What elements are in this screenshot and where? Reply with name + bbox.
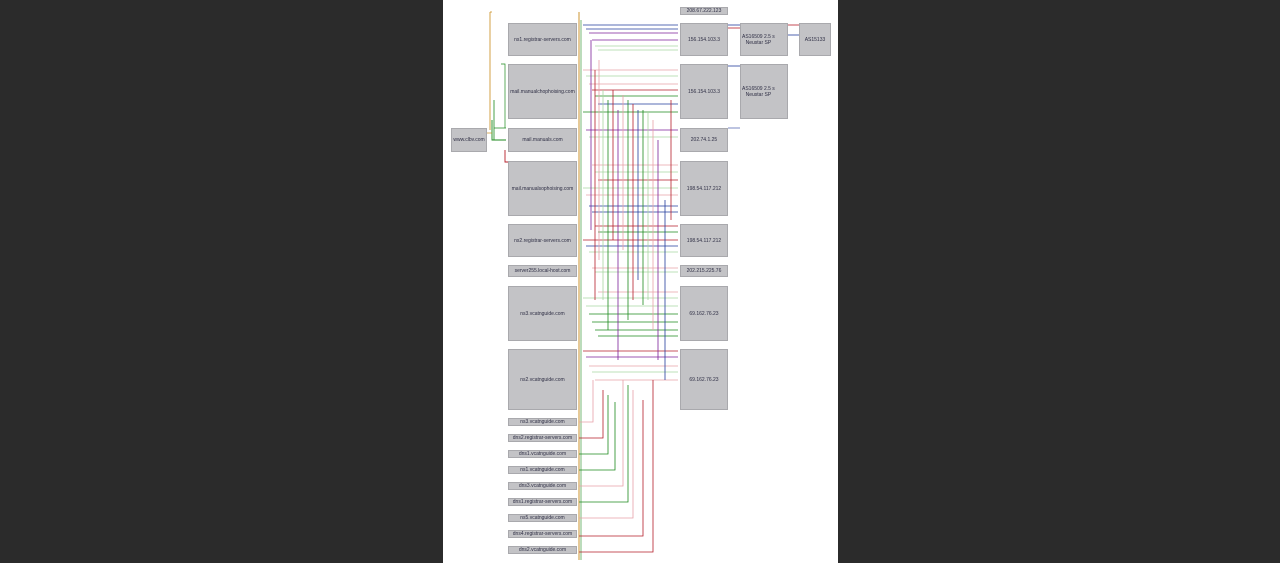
address-node[interactable]: 202.215.225.76 — [680, 265, 728, 277]
domain-node-small[interactable]: ns3.vcatnguide.com — [508, 418, 577, 426]
lower-wire — [579, 385, 629, 503]
lower-wire — [579, 395, 609, 455]
domain-node-label: ns1.registrar-servers.com — [514, 36, 571, 43]
domain-node-label: dns2.vcatnguide.com — [518, 547, 567, 553]
domain-node-label: ns1.vcatnguide.com — [520, 467, 565, 473]
address-node[interactable]: 198.54.117.212 — [680, 161, 728, 216]
lower-wire — [579, 380, 624, 487]
domain-node-label: server255.local-host.com — [514, 268, 571, 274]
address-node-label: 208.67.222.123 — [686, 8, 722, 14]
root-node-label: www.clbv.com — [453, 137, 485, 143]
address-node[interactable]: 202.74.1.25 — [680, 128, 728, 152]
address-node-label: 69.162.76.23 — [689, 310, 719, 317]
root-trunk-wire — [493, 100, 506, 140]
domain-node[interactable]: ns3.vcatnguide.com — [508, 286, 577, 341]
address-node-label: 202.215.225.76 — [686, 268, 722, 274]
root-node[interactable]: www.clbv.com — [451, 128, 487, 152]
domain-node-small[interactable]: dns4.registrar-servers.com — [508, 530, 577, 538]
domain-node-label: ns2.registrar-servers.com — [514, 237, 571, 244]
domain-node-small[interactable]: dns1.registrar-servers.com — [508, 498, 577, 506]
domain-node-label: dns1.registrar-servers.com — [512, 499, 573, 505]
domain-node-small[interactable]: ns1.vcatnguide.com — [508, 466, 577, 474]
root-trunk-wire — [491, 120, 506, 141]
address-node[interactable]: 156.154.103.3 — [680, 64, 728, 119]
diagram-canvas: www.clbv.com ns1.registrar-servers.com m… — [443, 0, 838, 563]
network-node[interactable]: AS16509 2.5 s Neustar SP — [740, 23, 788, 56]
domain-node[interactable]: ns1.registrar-servers.com — [508, 23, 577, 56]
address-node-label: 156.154.103.3 — [688, 36, 720, 43]
domain-node-label: dns1.vcatnguide.com — [518, 451, 567, 457]
root-trunk-wire — [504, 150, 508, 163]
domain-node-label: mail.manualsophoising.com — [511, 185, 574, 192]
domain-node-small[interactable]: dns3.vcatnguide.com — [508, 482, 577, 490]
domain-node-label: ns3.vcatnguide.com — [520, 310, 565, 317]
domain-node-label: mail.manualchophoising.com — [510, 88, 575, 95]
lower-wire — [579, 390, 604, 439]
domain-node-small[interactable]: dns2.vcatnguide.com — [508, 546, 577, 554]
lower-wire — [579, 400, 644, 537]
address-node-label: 198.54.117.212 — [686, 237, 722, 244]
domain-node-small[interactable]: dns1.vcatnguide.com — [508, 450, 577, 458]
domain-node-label: ns5.vcatnguide.com — [520, 515, 565, 521]
network-node-label: AS15133 — [804, 36, 826, 43]
lower-wire — [579, 380, 654, 553]
domain-node[interactable]: mail.manuals.com — [508, 128, 577, 152]
domain-node-label: mail.manuals.com — [522, 137, 563, 143]
domain-node[interactable]: mail.manualsophoising.com — [508, 161, 577, 216]
domain-node[interactable]: ns2.registrar-servers.com — [508, 224, 577, 257]
address-node[interactable]: 69.162.76.23 — [680, 349, 728, 410]
address-node[interactable]: 156.154.103.3 — [680, 23, 728, 56]
domain-node-small[interactable]: dns2.registrar-servers.com — [508, 434, 577, 442]
address-node-label: 156.154.103.3 — [688, 88, 720, 95]
root-trunk-wire — [501, 63, 506, 128]
network-node[interactable]: AS16509 2.5 s Neustar SP — [740, 64, 788, 119]
network-node-label: AS16509 2.5 s Neustar SP — [742, 85, 775, 98]
domain-node-label: ns2.vcatnguide.com — [520, 376, 565, 383]
connection-wires — [487, 11, 799, 560]
domain-node[interactable]: ns2.vcatnguide.com — [508, 349, 577, 410]
lower-wire — [579, 402, 616, 471]
domain-node-label: dns4.registrar-servers.com — [512, 531, 573, 537]
domain-node[interactable]: mail.manualchophoising.com — [508, 64, 577, 119]
domain-node-small[interactable]: ns5.vcatnguide.com — [508, 514, 577, 522]
domain-node-label: dns2.registrar-servers.com — [512, 435, 573, 441]
lower-wire — [579, 380, 594, 423]
root-trunk-wire — [489, 11, 492, 130]
address-node[interactable]: 208.67.222.123 — [680, 7, 728, 15]
domain-node-label: ns3.vcatnguide.com — [520, 419, 565, 425]
address-node-label: 198.54.117.212 — [686, 185, 722, 192]
network-node-label: AS16509 2.5 s Neustar SP — [742, 33, 775, 46]
address-node[interactable]: 198.54.117.212 — [680, 224, 728, 257]
domain-node[interactable]: server255.local-host.com — [508, 265, 577, 277]
address-node[interactable]: 69.162.76.23 — [680, 286, 728, 341]
lower-wire — [579, 390, 634, 519]
network-node[interactable]: AS15133 — [799, 23, 831, 56]
domain-node-label: dns3.vcatnguide.com — [518, 483, 567, 489]
address-node-label: 202.74.1.25 — [690, 137, 718, 143]
address-node-label: 69.162.76.23 — [689, 376, 719, 383]
